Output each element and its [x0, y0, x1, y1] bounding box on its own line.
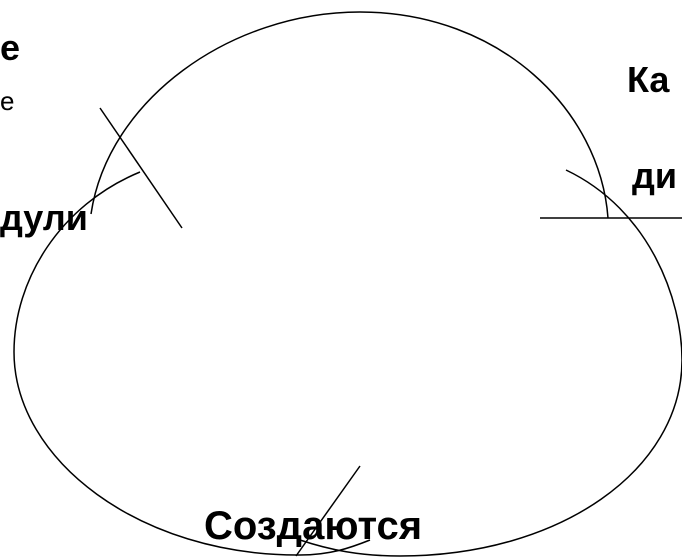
circle-right [299, 169, 682, 557]
pointer-line-bottom [295, 465, 361, 557]
label-top-left-secondary: е [0, 86, 15, 116]
pointer-line-top-left [99, 107, 183, 229]
circle-left [13, 171, 371, 556]
label-right-middle: ди [632, 155, 677, 196]
label-left-middle: дули [0, 197, 88, 238]
label-top-left-primary: е [0, 27, 21, 68]
label-bottom: Создаются [204, 504, 423, 548]
label-top-right: Ка [627, 59, 670, 100]
circle-top [90, 11, 609, 219]
